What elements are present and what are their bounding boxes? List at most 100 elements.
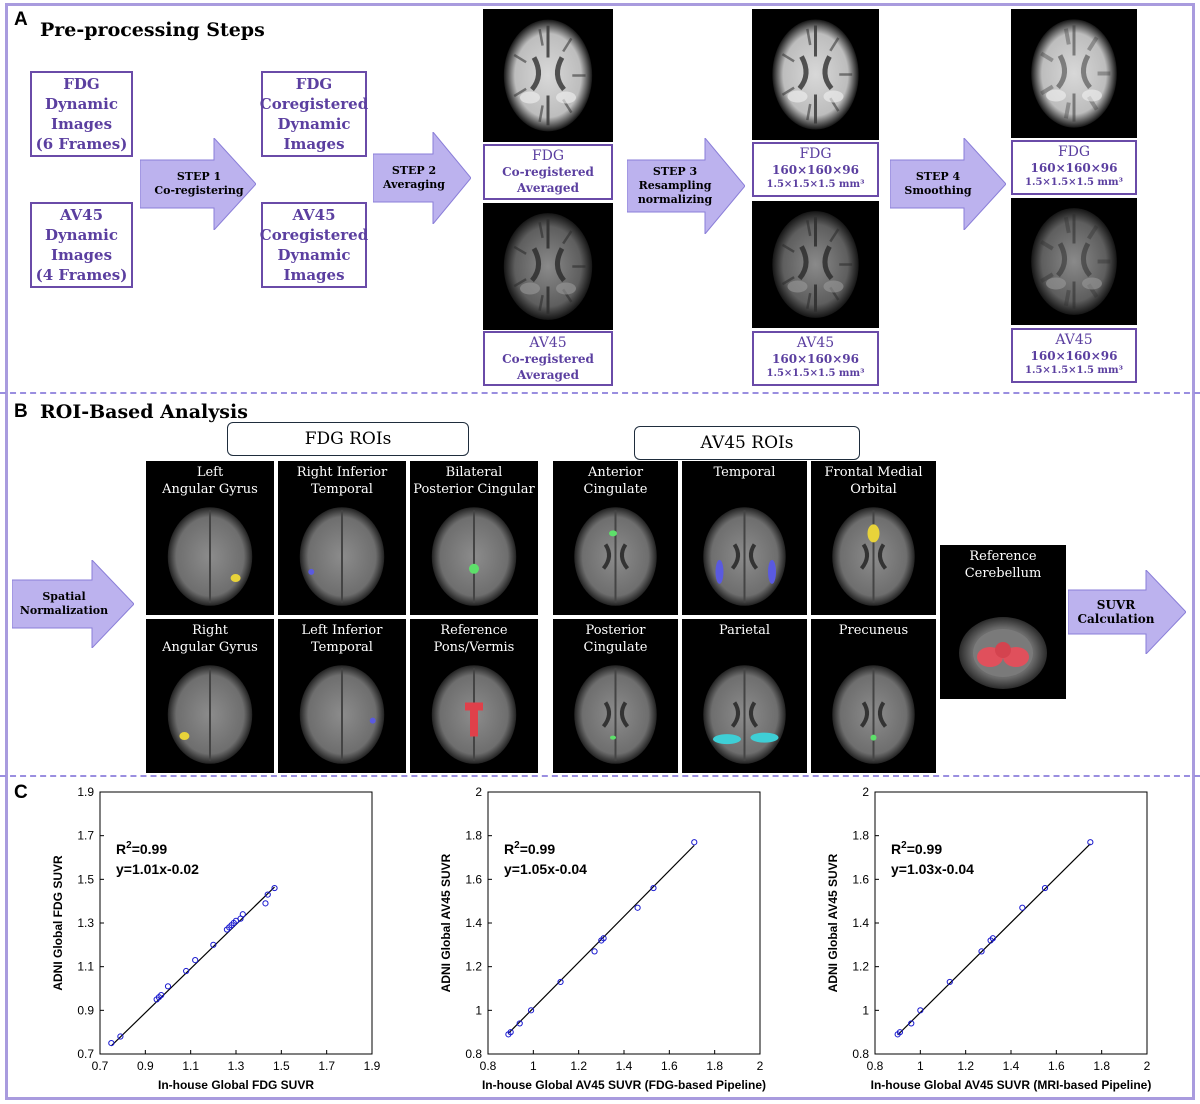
y-tick-label: 1.2 [465,960,482,974]
y-tick-label: 1.2 [852,960,869,974]
section-divider-ab [0,392,1200,394]
roi-panel-frontal-medial-orbital: Frontal Medial Orbital [811,461,936,615]
y-tick-label: 2 [862,785,869,799]
av45-rois-header: AV45 ROIs [634,426,860,460]
av45-dynamic-box: AV45 Dynamic Images (4 Frames) [30,202,133,288]
x-axis-label: In-house Global AV45 SUVR (MRI-based Pip… [871,1078,1152,1092]
y-tick-label: 0.7 [77,1047,94,1061]
roi-label-temporal: Temporal [713,465,776,480]
data-point [158,991,165,999]
roi-label-bilateral-posterior-cingular: Bilateral Posterior Cingular [413,465,535,497]
data-point [271,884,278,892]
data-point [507,1029,514,1036]
data-point [634,904,641,911]
roi-brain-image [167,665,253,764]
roi-highlight-temporal-1 [715,559,724,584]
roi-brain-image [167,507,253,606]
data-point [164,983,172,990]
x-tick-label: 1.6 [1048,1059,1065,1073]
x-tick-label: 1.8 [706,1059,723,1073]
roi-brain-image [299,665,385,764]
brain-slice-graphic [503,19,593,132]
step3-label: STEP 3 Resampling normalizing [637,165,713,206]
y-tick-label: 1.3 [77,916,94,930]
y-tick-label: 1.5 [77,872,94,886]
data-point [516,1020,523,1027]
x-tick-label: 1.6 [661,1059,678,1073]
roi-panel-parietal: Parietal [682,619,807,773]
x-tick-label: 1.1 [182,1059,199,1073]
step2-label: STEP 2 Averaging [383,164,445,191]
r-squared-annotation: R2=0.99 [504,840,555,857]
y-tick-label: 1 [475,1003,482,1017]
section-b-letter: B [14,401,28,422]
data-point [1041,884,1049,892]
data-point [192,957,199,964]
x-tick-label: 1.5 [273,1059,290,1073]
av45-resampled-brain-image [752,201,879,328]
equation-annotation: y=1.01x-0.02 [116,861,199,877]
spatial-normalization-arrow: Spatial Normalization [12,560,134,648]
x-tick-label: 1.8 [1093,1059,1110,1073]
roi-label-right-inferior-temporal: Right Inferior Temporal [296,465,388,497]
reference-cerebellum-image [959,617,1047,689]
roi-label-anterior-cingulate: Anterior Cingulate [583,465,648,497]
roi-panel-anterior-cingulate: Anterior Cingulate [553,461,678,615]
y-tick-label: 1.9 [77,785,94,799]
roi-panel-right-angular-gyrus: Right Angular Gyrus [146,619,274,773]
y-tick-label: 1 [862,1003,869,1017]
data-point [262,900,269,907]
section-divider-bc [0,775,1200,777]
av45-averaged-brain-image [483,203,613,330]
plot-area [487,791,761,1055]
roi-brain-image [832,665,915,764]
data-point [210,941,217,948]
y-tick-label: 1.1 [77,960,94,974]
suvr-calculation-label: SUVR Calculation [1077,598,1155,626]
data-point [896,1029,904,1036]
roi-brain-image [703,665,786,764]
x-tick-label: 0.7 [92,1059,109,1073]
step2-arrow: STEP 2 Averaging [373,132,471,224]
data-point [108,1039,115,1047]
roi-brain-image [431,507,517,606]
roi-panel-precuneus: Precuneus [811,619,936,773]
roi-label-posterior-cingulate: Posterior Cingulate [583,623,648,655]
x-tick-label: 0.8 [480,1059,497,1073]
roi-highlight-temporal-2 [768,559,776,584]
y-axis-label: ADNI Global FDG SUVR [51,855,65,991]
spatial-normalization-label: Spatial Normalization [19,590,109,617]
roi-label-left-angular-gyrus: Left Angular Gyrus [162,465,258,497]
section-a-letter: A [14,9,28,30]
roi-highlight-left-angular-gyrus [230,574,241,583]
fdg-dynamic-box: FDG Dynamic Images (6 Frames) [30,71,133,157]
step1-arrow: STEP 1 Co-registering [140,138,256,230]
roi-highlight-right-angular-gyrus [179,732,190,741]
roi-highlight-bilateral-posterior-cingular [469,563,479,574]
x-tick-label: 1.4 [1003,1059,1020,1073]
section-c-letter: C [14,782,28,803]
roi-label-right-angular-gyrus: Right Angular Gyrus [162,623,258,655]
y-tick-label: 1.4 [852,916,869,930]
y-axis-label: ADNI Global AV45 SUVR [439,853,453,992]
figure-frame [5,3,1195,1100]
x-tick-label: 2 [757,1059,764,1073]
roi-brain-image [703,507,786,606]
brain-slice-graphic [503,213,593,320]
y-tick-label: 0.8 [465,1047,482,1061]
fdg-averaged-brain-image [483,9,613,142]
section-b-title: ROI-Based Analysis [40,401,248,423]
roi-highlight-posterior-cingulate [610,735,616,740]
x-tick-label: 1 [917,1059,924,1073]
roi-highlight-frontal-medial-orbital [867,524,880,543]
data-point [117,1033,124,1040]
regression-line [110,886,275,1047]
brain-slice-graphic [772,19,859,130]
x-tick-label: 1.4 [616,1059,633,1073]
reference-cerebellum-panel: Reference Cerebellum [940,545,1066,699]
y-axis-label: ADNI Global AV45 SUVR [826,853,840,992]
